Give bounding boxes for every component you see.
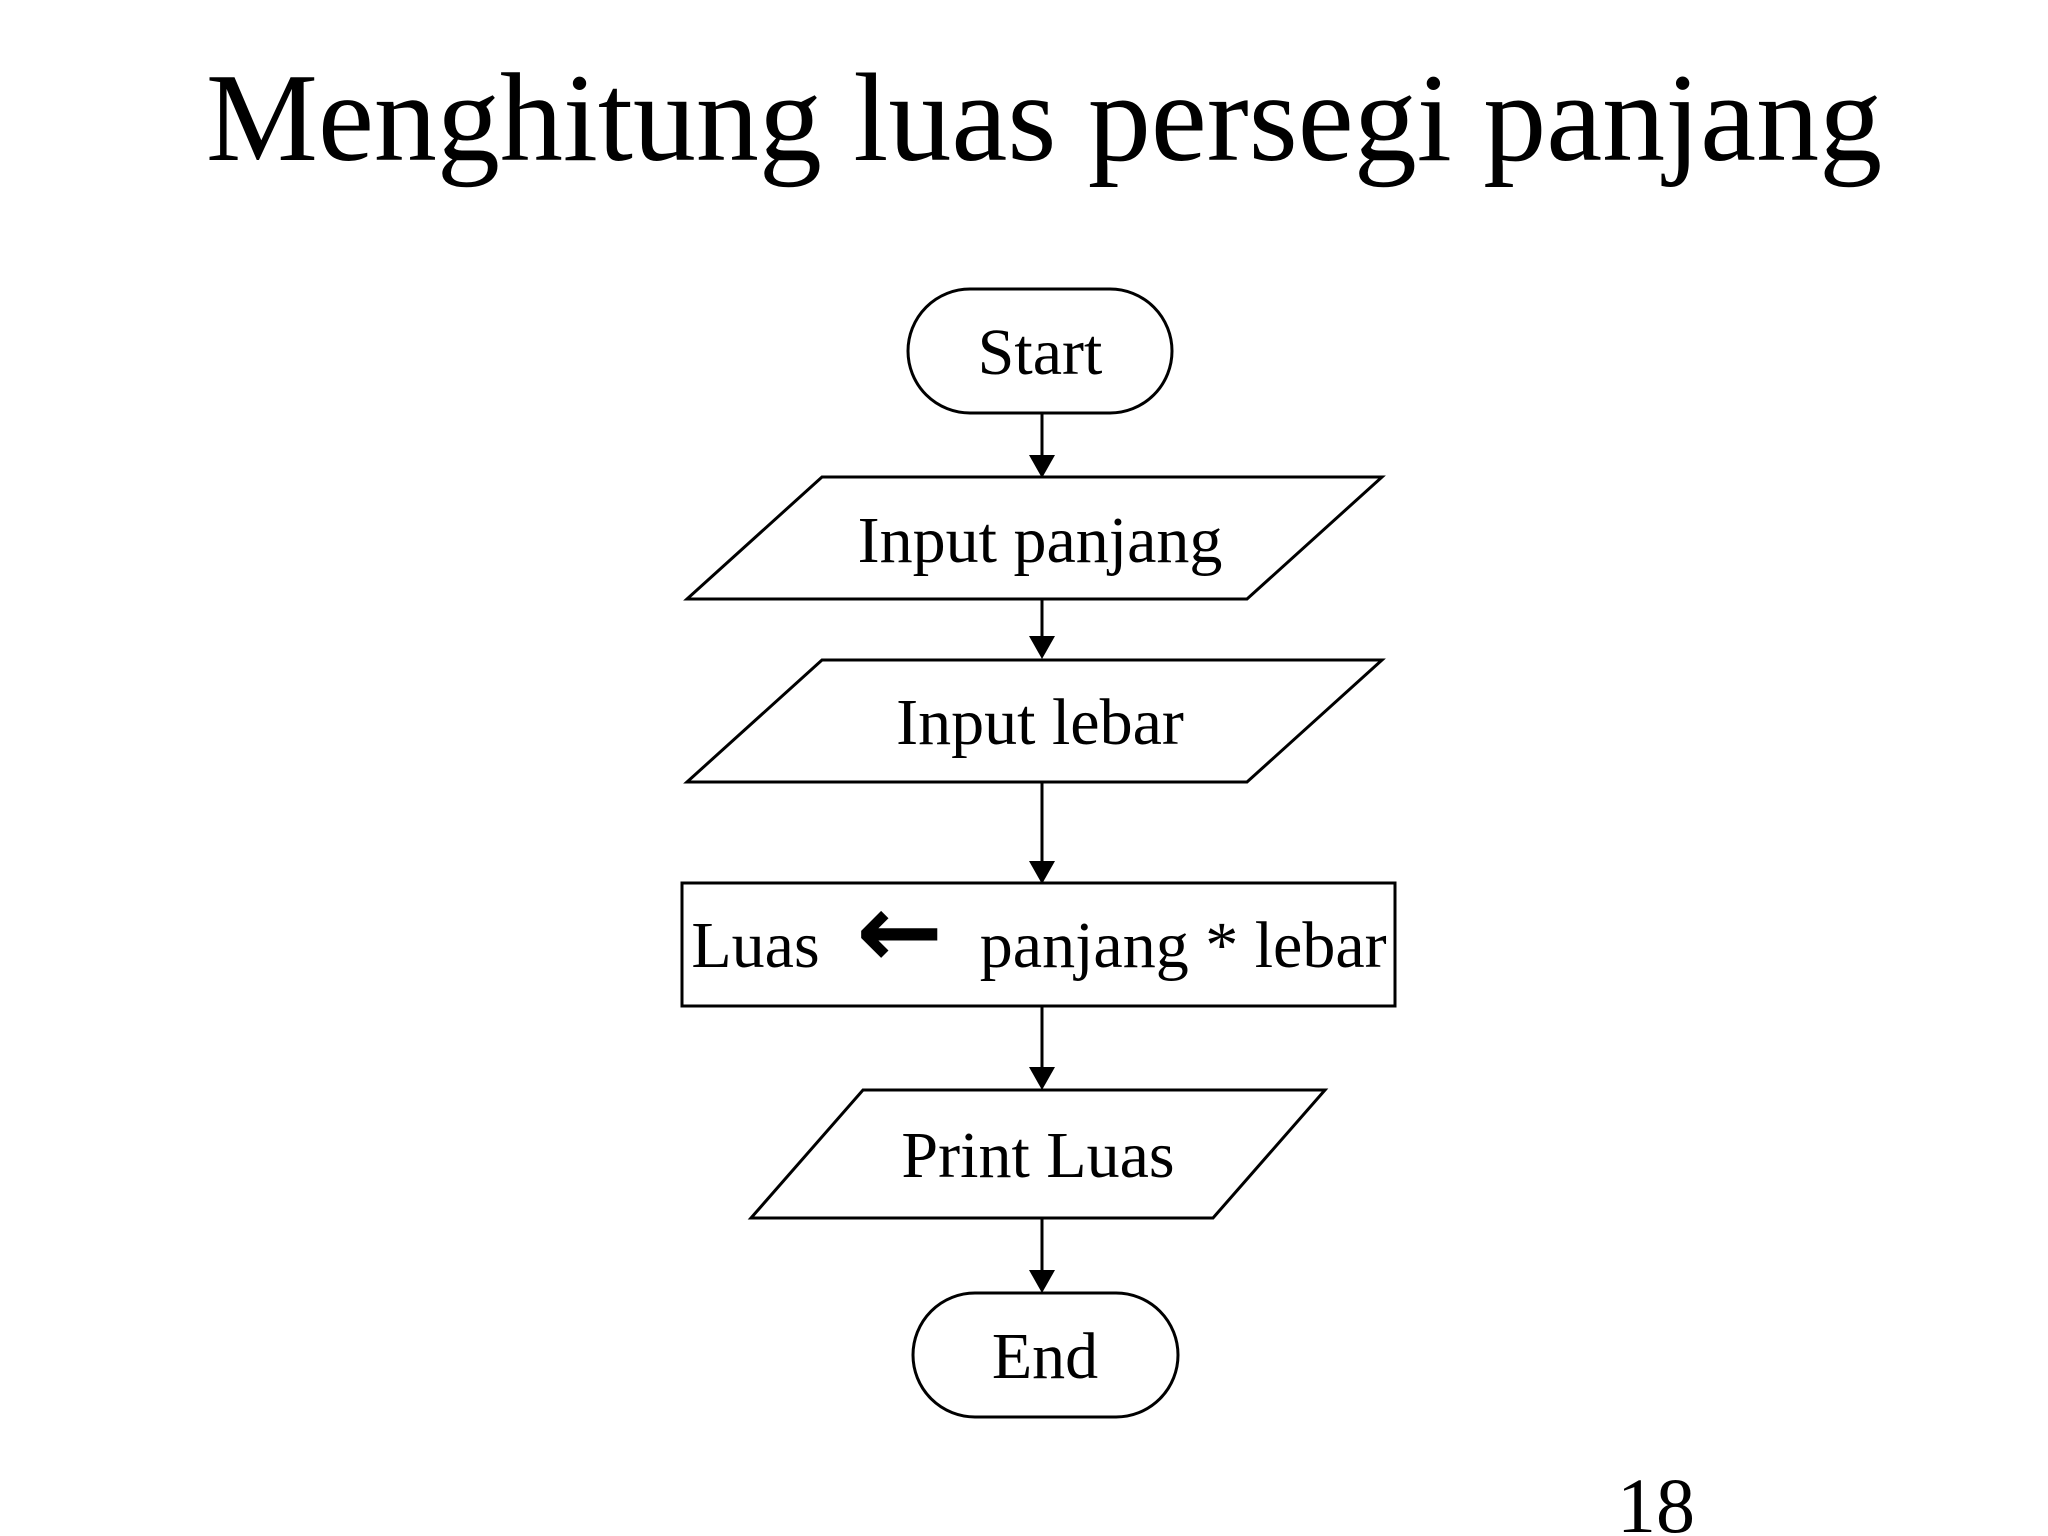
io-parallelogram-shape bbox=[683, 658, 1386, 784]
node-input-panjang-label: Input panjang bbox=[858, 504, 1223, 577]
node-input-lebar-label: Input lebar bbox=[896, 686, 1184, 759]
arrow-head-icon bbox=[1029, 861, 1055, 884]
assign-left-arrow-icon: ← bbox=[856, 870, 943, 992]
node-start-label: Start bbox=[978, 316, 1103, 389]
io-parallelogram-shape bbox=[747, 1088, 1329, 1220]
terminator-shape bbox=[906, 287, 1174, 415]
node-process-luas: Luas ← panjang * lebar bbox=[680, 870, 1397, 1008]
edge-print-luas-to-end bbox=[1029, 1218, 1055, 1293]
arrow-head-icon bbox=[1029, 636, 1055, 659]
edge-start-to-input-panjang bbox=[1029, 413, 1055, 478]
node-end: End bbox=[911, 1291, 1180, 1419]
process-rect-shape bbox=[680, 881, 1397, 1008]
node-print-luas: Print Luas bbox=[747, 1088, 1329, 1220]
page-number: 18 bbox=[1617, 1462, 1695, 1536]
terminator-shape bbox=[911, 1291, 1180, 1419]
edge-input-panjang-to-input-lebar bbox=[1029, 599, 1055, 659]
assign-expression-text: panjang * lebar bbox=[980, 909, 1387, 982]
node-start: Start bbox=[906, 287, 1174, 415]
assign-target-text: Luas bbox=[691, 909, 819, 982]
slide-title: Menghitung luas persegi panjang bbox=[206, 49, 1882, 188]
arrow-head-icon bbox=[1029, 455, 1055, 478]
node-input-panjang: Input panjang bbox=[683, 475, 1386, 601]
arrow-head-icon bbox=[1029, 1067, 1055, 1090]
arrow-head-icon bbox=[1029, 1270, 1055, 1293]
node-process-label: Luas ← panjang * lebar bbox=[691, 870, 1386, 992]
node-input-lebar: Input lebar bbox=[683, 658, 1386, 784]
io-parallelogram-shape bbox=[683, 475, 1386, 601]
node-print-luas-label: Print Luas bbox=[901, 1119, 1174, 1192]
edge-input-lebar-to-process bbox=[1029, 782, 1055, 884]
edge-process-to-print-luas bbox=[1029, 1006, 1055, 1090]
node-end-label: End bbox=[992, 1320, 1098, 1393]
